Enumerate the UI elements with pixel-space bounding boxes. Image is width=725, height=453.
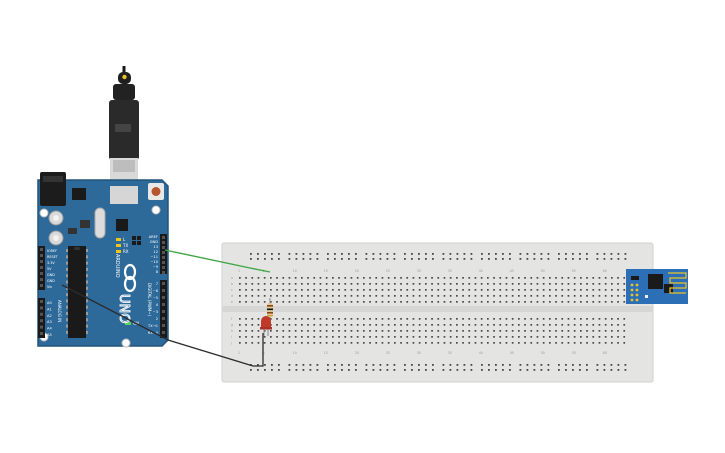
rx-led-label: RX	[123, 249, 129, 254]
model-text: UNO	[116, 294, 131, 323]
esp8266-module[interactable]	[626, 269, 688, 304]
column-number: 15	[324, 351, 328, 355]
pin-label-bottom: ~6	[153, 289, 159, 293]
column-number: 1	[238, 269, 240, 273]
pin-label-top: 8	[156, 270, 159, 274]
column-number: 40	[479, 269, 483, 273]
analog-header	[38, 298, 45, 338]
row-letter: i	[231, 335, 232, 339]
row-letter: j	[230, 341, 232, 345]
column-number: 20	[355, 269, 359, 273]
column-number: 40	[479, 351, 483, 355]
pin-label-top: ~11	[150, 255, 158, 259]
pin-label-power: Vin	[47, 285, 52, 289]
row-letter: b	[231, 282, 233, 286]
pin-label-top: ~9	[153, 265, 159, 269]
row-letter: h	[231, 329, 233, 333]
antenna-icon	[668, 272, 687, 294]
pin-label-power: RESET	[47, 255, 59, 259]
row-letter: c	[231, 288, 233, 292]
digital-header-bottom	[160, 280, 167, 338]
usb-socket	[110, 186, 138, 204]
pin-label-power: 3.3V	[47, 261, 55, 265]
column-number: 60	[603, 351, 607, 355]
pin-label-bottom: 4	[156, 303, 159, 307]
column-number: 45	[510, 269, 514, 273]
pin-label-analog: A0	[47, 301, 52, 305]
brand-text: ARDUINO	[114, 254, 120, 278]
column-number: 20	[355, 351, 359, 355]
pin-label-bottom: 2	[156, 317, 158, 321]
column-number: 55	[572, 351, 576, 355]
column-number: 1	[238, 351, 240, 355]
green-wire[interactable]	[164, 249, 271, 273]
column-number: 50	[541, 351, 545, 355]
arduino-uno-board[interactable]: L TX RX ON ARDUINO UNO DIGITAL (PWM~) AN…	[37, 172, 169, 348]
red-led[interactable]	[260, 316, 272, 336]
row-letter: e	[231, 300, 233, 304]
column-number: 30	[417, 269, 421, 273]
pin-label-analog: A4	[47, 327, 52, 331]
column-number: 25	[386, 351, 390, 355]
pin-label-power: 5V	[47, 267, 52, 271]
tx-led-label: TX	[122, 243, 128, 248]
column-number: 15	[324, 269, 328, 273]
black-wire[interactable]	[61, 284, 264, 367]
arduino-logo: ARDUINO UNO	[114, 254, 137, 324]
column-number: 55	[572, 269, 576, 273]
column-number: 60	[603, 269, 607, 273]
row-letter: g	[231, 323, 233, 327]
column-number: 45	[510, 351, 514, 355]
pin-label-power: IOREF	[47, 249, 57, 253]
pin-label-top: GND	[150, 240, 158, 244]
column-number: 10	[293, 269, 297, 273]
esp-chip	[648, 274, 663, 289]
column-number: 35	[448, 351, 452, 355]
row-letter: f	[231, 317, 233, 321]
column-number: 25	[386, 269, 390, 273]
column-number: 35	[448, 269, 452, 273]
pin-label-top: 13	[153, 245, 158, 249]
column-number: 30	[417, 351, 421, 355]
usb-plug-badge-icon	[122, 74, 127, 80]
l-led-label: L	[123, 237, 126, 242]
pin-label-analog: A3	[47, 320, 52, 324]
pin-label-top: AREF	[149, 235, 158, 239]
row-letter: d	[231, 294, 233, 298]
pin-label-top: 12	[153, 250, 158, 254]
analog-label: ANALOG IN	[57, 300, 62, 322]
digital-label: DIGITAL (PWM~)	[147, 283, 152, 317]
column-number: 5	[263, 351, 265, 355]
pin-label-bottom: 7	[156, 282, 158, 286]
resistor[interactable]	[267, 298, 273, 322]
pin-label-power: GND	[47, 273, 55, 277]
pin-label-analog: A2	[47, 314, 52, 318]
pin-label-analog: A1	[47, 307, 52, 311]
pin-label-analog: A5	[47, 333, 52, 337]
pin-label-bottom: TX→1	[147, 324, 158, 328]
pin-label-bottom: ~3	[153, 310, 158, 314]
atmega-chip	[66, 246, 88, 338]
pin-label-power: GND	[47, 279, 55, 283]
pin-label-bottom: ~5	[153, 296, 158, 300]
column-number: 50	[541, 269, 545, 273]
column-number: 10	[293, 351, 297, 355]
row-letter: a	[231, 276, 233, 280]
pin-label-top: ~10	[150, 260, 158, 264]
